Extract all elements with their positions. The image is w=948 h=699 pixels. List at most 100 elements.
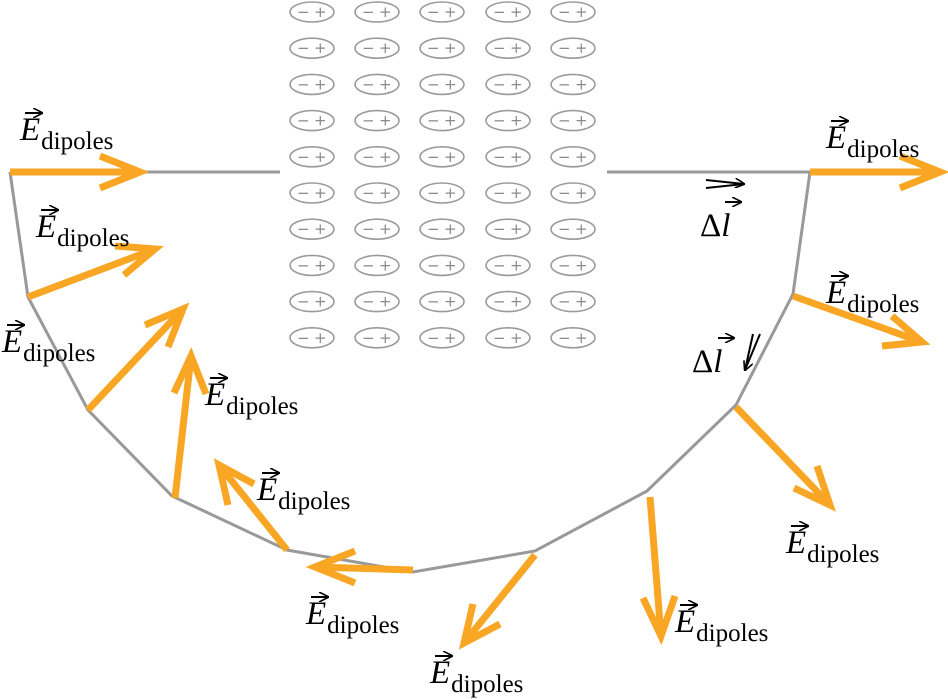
dipole: −+ — [485, 290, 531, 313]
dipole: −+ — [419, 1, 465, 23]
dipole: −+ — [485, 182, 531, 204]
positive-sign: + — [314, 293, 327, 311]
positive-sign: + — [575, 220, 588, 238]
dipole: −+ — [550, 1, 596, 23]
dipole-grid: −+−+−+−+−+−+−+−+−+−+−+−+−+−+−+−+−+−+−+−+… — [289, 1, 596, 349]
positive-sign: + — [444, 75, 457, 93]
dipole: −+ — [485, 109, 531, 132]
negative-sign: − — [297, 3, 310, 21]
svg-text:Edipoles: Edipoles — [19, 112, 113, 155]
dipole: −+ — [485, 326, 531, 349]
l-symbol: l — [713, 344, 722, 380]
dipole: −+ — [419, 254, 465, 277]
dipole: −+ — [289, 73, 335, 96]
positive-sign: + — [379, 256, 392, 274]
positive-sign: + — [444, 148, 457, 166]
positive-sign: + — [510, 256, 523, 274]
field-label-7: Edipoles — [429, 655, 523, 698]
negative-sign: − — [558, 75, 571, 93]
negative-sign: − — [558, 148, 571, 166]
dipole: −+ — [550, 109, 596, 132]
dipole: −+ — [550, 73, 596, 96]
svg-text:Edipoles: Edipoles — [674, 604, 768, 647]
field-label-9: Edipoles — [785, 525, 879, 568]
dipole: −+ — [289, 109, 335, 132]
positive-sign: + — [575, 329, 588, 347]
dipole: −+ — [419, 146, 465, 168]
positive-sign: + — [314, 3, 327, 21]
dipole: −+ — [485, 1, 531, 23]
negative-sign: − — [427, 329, 440, 347]
positive-sign: + — [444, 293, 457, 311]
svg-text:Edipoles: Edipoles — [825, 275, 919, 318]
positive-sign: + — [379, 75, 392, 93]
field-arrow-5 — [213, 458, 290, 553]
dipole: −+ — [550, 218, 596, 240]
svg-text:Δl: Δl — [692, 344, 722, 380]
svg-text:Edipoles: Edipoles — [1, 324, 95, 367]
positive-sign: + — [314, 112, 327, 130]
negative-sign: − — [558, 329, 571, 347]
negative-sign: − — [427, 3, 440, 21]
negative-sign: − — [297, 329, 310, 347]
negative-sign: − — [493, 148, 506, 166]
positive-sign: + — [379, 184, 392, 202]
field-label-10: Edipoles — [825, 275, 919, 318]
negative-sign: − — [493, 39, 506, 57]
field-arrow-7 — [458, 552, 538, 650]
dipole: −+ — [550, 326, 596, 349]
positive-sign: + — [379, 329, 392, 347]
field-label-3: Edipoles — [1, 324, 95, 367]
negative-sign: − — [558, 39, 571, 57]
field-label-8: Edipoles — [674, 604, 768, 647]
positive-sign: + — [575, 184, 588, 202]
dipole: −+ — [354, 109, 400, 132]
dipole: −+ — [550, 146, 596, 168]
dipole: −+ — [354, 254, 400, 277]
dipole: −+ — [354, 73, 400, 96]
negative-sign: − — [427, 220, 440, 238]
dipole: −+ — [419, 73, 465, 96]
negative-sign: − — [297, 184, 310, 202]
field-arrow-8 — [639, 496, 679, 646]
positive-sign: + — [379, 148, 392, 166]
positive-sign: + — [444, 3, 457, 21]
positive-sign: + — [510, 329, 523, 347]
dipole: −+ — [289, 254, 335, 277]
negative-sign: − — [427, 148, 440, 166]
field-arrows — [10, 152, 948, 650]
svg-text:Edipoles: Edipoles — [35, 209, 129, 252]
dipole: −+ — [485, 73, 531, 96]
positive-sign: + — [575, 112, 588, 130]
dipole: −+ — [289, 146, 335, 168]
field-label-4: Edipoles — [204, 377, 298, 420]
field-arrow-10 — [791, 292, 931, 350]
dipole: −+ — [289, 37, 335, 60]
dipole: −+ — [354, 290, 400, 313]
negative-sign: − — [427, 184, 440, 202]
negative-sign: − — [297, 112, 310, 130]
field-arrow-9 — [733, 404, 836, 512]
positive-sign: + — [510, 184, 523, 202]
negative-sign: − — [297, 39, 310, 57]
positive-sign: + — [444, 112, 457, 130]
positive-sign: + — [444, 220, 457, 238]
dipole: −+ — [289, 1, 335, 23]
negative-sign: − — [362, 39, 375, 57]
svg-text:Δl: Δl — [700, 208, 730, 244]
negative-sign: − — [362, 329, 375, 347]
positive-sign: + — [379, 112, 392, 130]
field-arrow-11 — [810, 152, 948, 192]
delta-symbol: Δ — [700, 208, 721, 244]
positive-sign: + — [575, 256, 588, 274]
negative-sign: − — [493, 256, 506, 274]
positive-sign: + — [575, 293, 588, 311]
displacement-marker-top: Δl — [700, 180, 744, 244]
negative-sign: − — [362, 220, 375, 238]
negative-sign: − — [558, 256, 571, 274]
negative-sign: − — [362, 3, 375, 21]
dipole: −+ — [354, 326, 400, 349]
positive-sign: + — [510, 75, 523, 93]
positive-sign: + — [379, 3, 392, 21]
